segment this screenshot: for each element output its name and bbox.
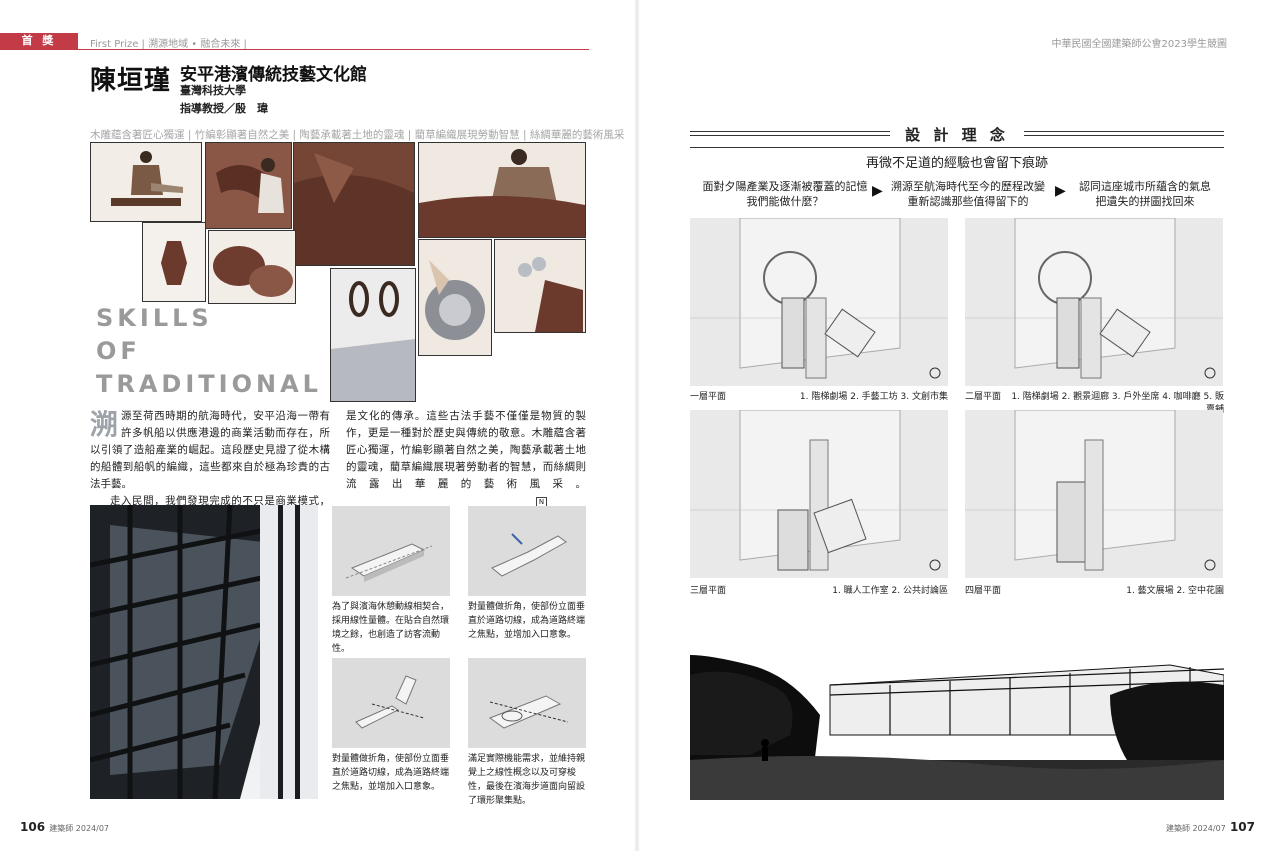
plan-label-1: 一層平面 [690, 392, 727, 402]
body-column-1: 溯源至荷西時期的航海時代，安平沿海一帶有許多帆船以供應港邊的商業活動而存在，所以… [90, 408, 330, 527]
concept-step-2: 溯源至航海時代至今的歷程改變 重新認識那些值得留下的 [888, 179, 1048, 209]
header-competition: 中華民國全國建築師公會2023學生競圖 [1051, 39, 1227, 50]
massing-diagram-1 [332, 506, 450, 596]
page-number-right: 建築師 2024/07 107 [1166, 820, 1255, 834]
floor-plan-3 [690, 410, 948, 578]
body-col1-paragraph: 源至荷西時期的航海時代，安平沿海一帶有許多帆船以供應港邊的商業活動而存在，所以引… [90, 410, 330, 490]
play-arrow-icon: ▶ [1055, 183, 1066, 199]
illustration-bamboo [205, 142, 292, 229]
floor-plan-2 [965, 218, 1223, 386]
advisor-name: 指導教授／殷 瑋 [180, 102, 268, 115]
body-col2-paragraph: 是文化的傳承。這些古法手藝不僅僅是物質的製作，更是一種對於歷史與傳統的敬意。木雕… [346, 410, 586, 490]
left-page: 首 獎 First Prize | 溯源地域 • 融合未來 | 陳垣瑾 安平港濱… [0, 0, 637, 851]
page-footer-left: 建築師 2024/07 [49, 824, 110, 833]
body-column-2: 是文化的傳承。這些古法手藝不僅僅是物質的製作，更是一種對於歷史與傳統的敬意。木雕… [346, 408, 586, 510]
author-name: 陳垣瑾 [90, 66, 172, 96]
illustration-woodcarving [90, 142, 202, 222]
illustration-hands-fabric [418, 142, 586, 238]
concept-step-3: 認同這座城市所蘊含的氣息 把遺失的拼圖找回來 [1070, 179, 1220, 209]
illustration-knots [330, 268, 416, 402]
concept-subtitle: 再微不足道的經驗也會留下痕跡 [865, 156, 1048, 171]
play-arrow-icon: ▶ [872, 183, 883, 199]
school-name: 臺灣科技大學 [180, 84, 246, 97]
prize-tab: 首 獎 [0, 33, 78, 49]
diagram-caption-1: 為了與濱海休憩動線相契合，採用線性量體。在貼合自然環境之餘，也創造了訪客流動性。 [332, 602, 450, 654]
step-1-line-1: 面對夕陽產業及逐漸被覆蓋的記憶 [702, 180, 868, 193]
concept-underline [690, 147, 1224, 148]
header-rule [0, 49, 589, 50]
crafts-subtitle: 木雕蘊含著匠心獨運 | 竹編彰顯著自然之美 | 陶藝承載著土地的靈魂 | 藺草編… [90, 129, 625, 141]
facade-photo [90, 505, 318, 799]
concept-header: 設 計 理 念 [690, 124, 1224, 146]
page-number-106: 106 [20, 820, 46, 834]
skills-line-3: TRADITIONAL [96, 370, 322, 398]
plan-label-2: 二層平面 [965, 392, 1002, 402]
building-rendering [690, 655, 1224, 800]
plan-label-3: 三層平面 [690, 586, 727, 596]
step-3-line-2: 把遺失的拼圖找回來 [1095, 195, 1195, 208]
skills-heading: SKILLS OF TRADITIONAL [96, 302, 322, 401]
plan-legend-4: 1. 藝文展場 2. 空中花園 [1126, 586, 1224, 596]
floor-plan-1 [690, 218, 948, 386]
skills-line-2: OF [96, 337, 141, 365]
massing-diagram-4 [468, 658, 586, 748]
skills-line-1: SKILLS [96, 304, 213, 332]
plan-legend-1: 1. 階梯劇場 2. 手藝工坊 3. 文創市集 [799, 392, 948, 402]
massing-diagram-2 [468, 506, 586, 596]
step-1-line-2: 我們能做什麼？ [746, 195, 824, 208]
plan-legend-3: 1. 職人工作室 2. 公共討論區 [832, 586, 948, 596]
concept-title: 設 計 理 念 [890, 124, 1024, 146]
page-footer-right: 建築師 2024/07 [1165, 824, 1226, 833]
project-title: 安平港濱傳統技藝文化館 [180, 65, 367, 85]
illustration-weaving-hands [418, 239, 492, 356]
page-number-left: 106 建築師 2024/07 [20, 820, 109, 834]
page-number-107: 107 [1229, 820, 1255, 834]
gutter [634, 0, 640, 851]
massing-diagram-3 [332, 658, 450, 748]
floor-plan-4 [965, 410, 1223, 578]
dropcap: 溯 [90, 408, 119, 441]
craft-collage [90, 142, 586, 404]
header-section-title: First Prize | 溯源地域 • 融合未來 | [90, 39, 247, 50]
diagram-caption-2: 對量體做折角，使部份立面垂直於道路切線，成為道路終端之焦點，並增加入口意象。 [468, 602, 586, 640]
plan-label-4: 四層平面 [965, 586, 1002, 596]
concept-step-1: 面對夕陽產業及逐漸被覆蓋的記憶 我們能做什麼？ [700, 179, 870, 209]
diagram-caption-4: 滿足實際機能需求，並維持親覺上之線性概念以及可穿梭性，最後在濱海步道面向留設了環… [468, 754, 586, 806]
diagram-caption-3: 對量體做折角，使部份立面垂直於道路切線，成為道路終端之焦點，並增加入口意象。 [332, 754, 450, 792]
illustration-silk [494, 239, 586, 333]
illustration-rolls [208, 230, 296, 304]
step-2-line-2: 重新認識那些值得留下的 [907, 195, 1029, 208]
step-2-line-1: 溯源至航海時代至今的歷程改變 [891, 180, 1045, 193]
illustration-pottery [293, 142, 415, 266]
step-3-line-1: 認同這座城市所蘊含的氣息 [1079, 180, 1211, 193]
illustration-clay-vase [142, 222, 206, 302]
